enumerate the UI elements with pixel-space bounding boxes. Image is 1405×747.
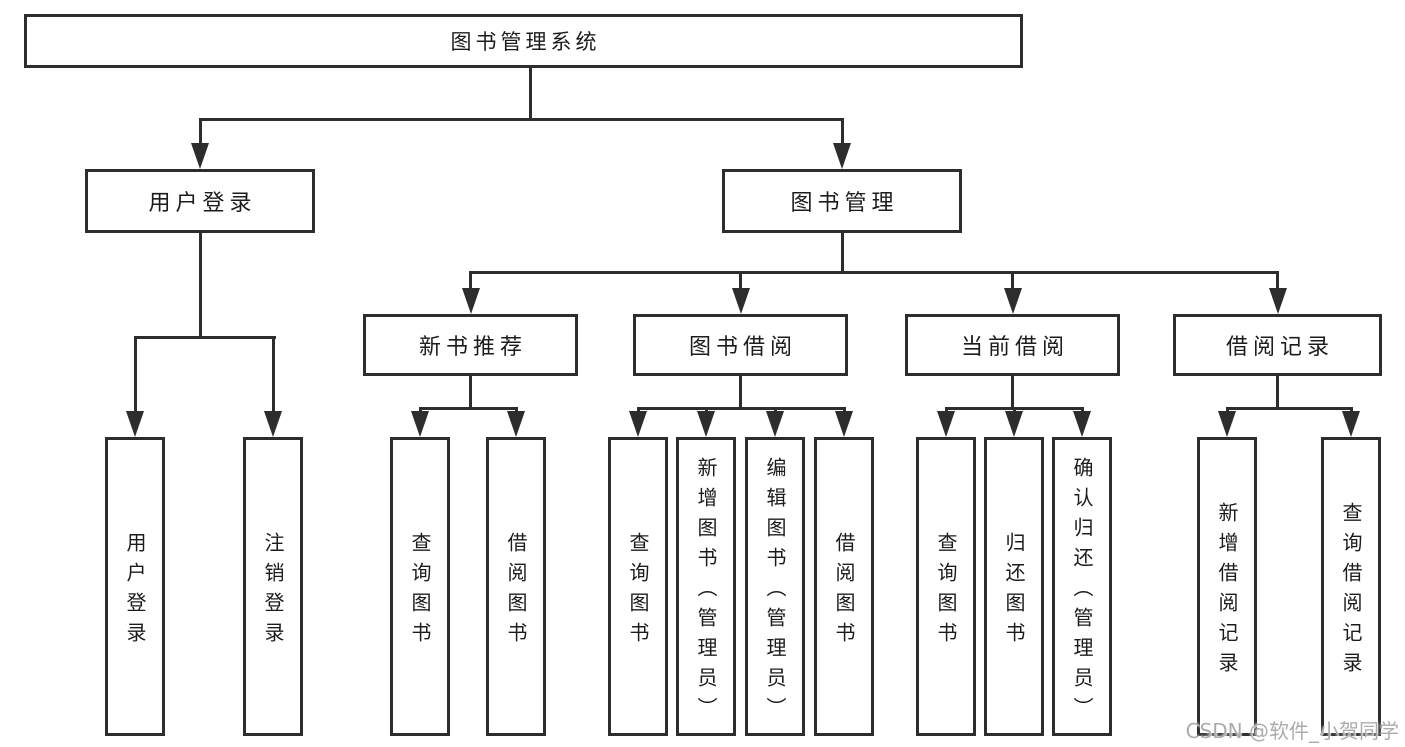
edge-current-borrowing-stem [1011, 376, 1014, 410]
edge-root-stem [528, 68, 532, 120]
edge-root-branch [198, 118, 844, 121]
leaf-query-books-borrow: 查询图书 [608, 437, 668, 736]
leaf-user-login-label: 用户登录 [123, 531, 147, 652]
node-new-book-recommend-label: 新书推荐 [418, 335, 527, 360]
leaf-borrow-books-recommend-label: 借阅图书 [504, 531, 528, 652]
arrow-down-icon [469, 271, 472, 288]
arrow-down-icon [840, 118, 844, 143]
edge-new-book-branch [418, 407, 518, 410]
arrow-down-icon [773, 407, 777, 411]
arrow-down-icon [1225, 407, 1229, 411]
edge-book-management-branch [469, 271, 1279, 274]
leaf-borrow-books-label: 借阅图书 [832, 531, 856, 652]
arrow-down-icon [1349, 407, 1353, 411]
leaf-add-borrow-record: 新增借阅记录 [1197, 437, 1257, 736]
arrow-down-icon [636, 407, 640, 411]
leaf-query-books-borrow-label: 查询图书 [626, 531, 650, 652]
edge-book-borrowing-branch [636, 407, 846, 410]
node-book-borrowing: 图书借阅 [633, 314, 848, 376]
node-book-management-label: 图书管理 [790, 191, 899, 216]
leaf-query-borrow-record: 查询借阅记录 [1321, 437, 1381, 736]
edge-new-book-stem [469, 376, 472, 410]
leaf-logout: 注销登录 [243, 437, 303, 736]
leaf-confirm-return-admin-label: 确认归还（管理员） [1070, 456, 1094, 727]
leaf-return-books: 归还图书 [984, 437, 1044, 736]
edge-user-login-stem [198, 233, 202, 339]
node-library-system: 图书管理系统 [24, 14, 1023, 68]
arrow-down-icon [198, 118, 202, 143]
arrow-down-icon [1012, 407, 1016, 411]
edge-user-login-branch [133, 336, 276, 339]
leaf-user-login: 用户登录 [105, 437, 165, 736]
leaf-edit-book-admin: 编辑图书（管理员） [745, 437, 805, 736]
leaf-borrow-books-recommend: 借阅图书 [486, 437, 546, 736]
leaf-return-books-label: 归还图书 [1002, 531, 1026, 652]
leaf-add-book-admin-label: 新增图书（管理员） [694, 456, 718, 727]
arrow-down-icon [418, 407, 422, 411]
leaf-query-borrow-record-label: 查询借阅记录 [1339, 501, 1363, 682]
arrow-down-icon [739, 271, 742, 288]
arrow-down-icon [944, 407, 948, 411]
node-current-borrowing: 当前借阅 [905, 314, 1120, 376]
leaf-confirm-return-admin: 确认归还（管理员） [1052, 437, 1112, 736]
node-library-system-label: 图书管理系统 [450, 30, 601, 54]
leaf-add-book-admin: 新增图书（管理员） [676, 437, 736, 736]
leaf-add-borrow-record-label: 新增借阅记录 [1215, 501, 1239, 682]
edge-book-borrowing-stem [739, 376, 742, 410]
leaf-query-books-current-label: 查询图书 [934, 531, 958, 652]
node-borrowing-records: 借阅记录 [1173, 314, 1382, 376]
node-borrowing-records-label: 借阅记录 [1225, 335, 1334, 360]
leaf-query-books-recommend: 查询图书 [390, 437, 450, 736]
leaf-borrow-books: 借阅图书 [814, 437, 874, 736]
arrow-down-icon [133, 336, 137, 411]
edge-borrowing-records-branch [1225, 407, 1353, 410]
arrow-down-icon [1276, 271, 1279, 288]
arrow-down-icon [704, 407, 708, 411]
node-book-borrowing-label: 图书借阅 [688, 335, 797, 360]
node-book-management: 图书管理 [722, 169, 962, 233]
leaf-edit-book-admin-label: 编辑图书（管理员） [763, 456, 787, 727]
csdn-watermark: CSDN @软件_小贺同学 [1185, 719, 1399, 743]
node-new-book-recommend: 新书推荐 [363, 314, 578, 376]
arrow-down-icon [842, 407, 846, 411]
node-user-login-label: 用户登录 [148, 191, 257, 216]
edge-borrowing-records-stem [1276, 376, 1279, 410]
leaf-logout-label: 注销登录 [261, 531, 285, 652]
leaf-query-books-current: 查询图书 [916, 437, 976, 736]
node-current-borrowing-label: 当前借阅 [960, 335, 1069, 360]
arrow-down-icon [1080, 407, 1084, 411]
edge-book-management-stem [840, 233, 844, 274]
arrow-down-icon [514, 407, 518, 411]
leaf-query-books-recommend-label: 查询图书 [408, 531, 432, 652]
arrow-down-icon [271, 336, 275, 411]
arrow-down-icon [1011, 271, 1014, 288]
node-user-login: 用户登录 [85, 169, 315, 233]
